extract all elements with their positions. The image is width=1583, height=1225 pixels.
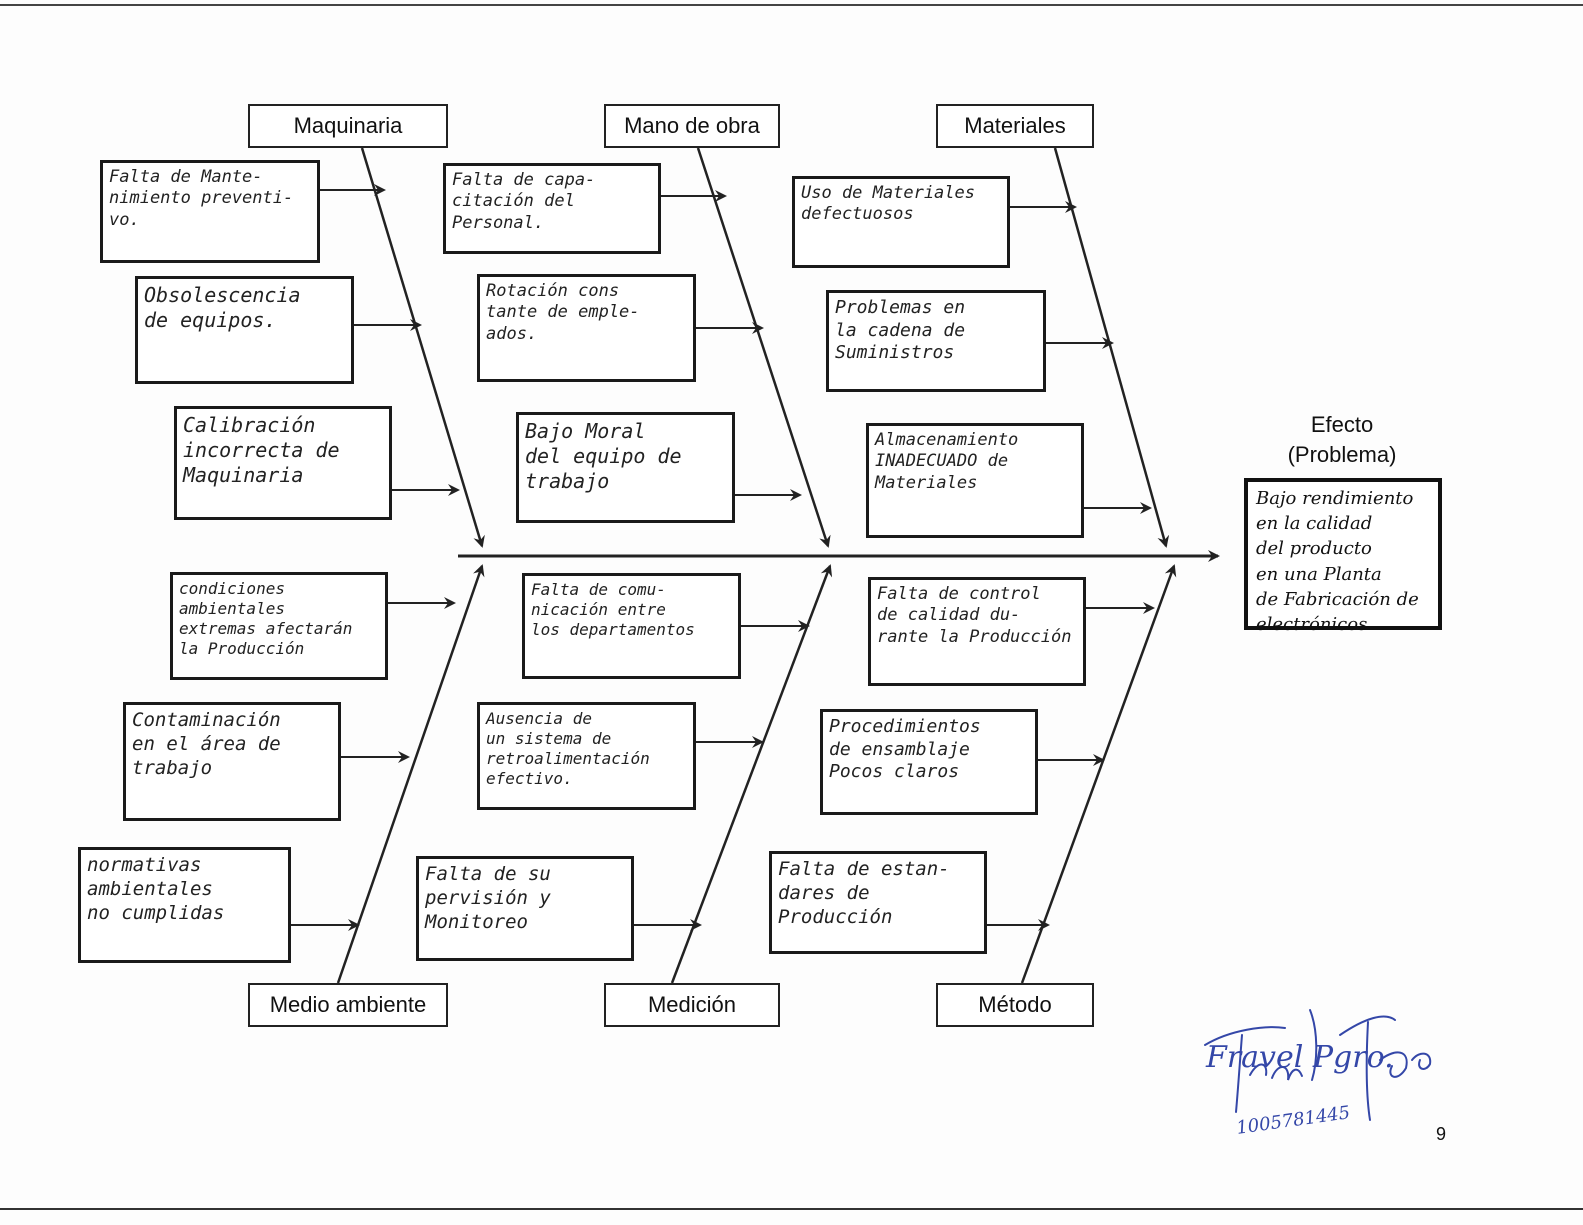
category-medicion: Medición xyxy=(604,983,780,1027)
category-materiales: Materiales xyxy=(936,104,1094,148)
bone-medio-ambiente xyxy=(336,564,485,984)
cause-box: Procedimientos de ensamblaje Pocos claro… xyxy=(820,709,1038,815)
page-number: 9 xyxy=(1436,1124,1447,1144)
effect-label: Efecto (Problema) xyxy=(1262,410,1422,469)
effect-problem-box: Bajo rendimiento en la calidad del produ… xyxy=(1244,478,1442,635)
top-border-line xyxy=(0,4,1583,6)
bone-mano-de-obra xyxy=(696,147,831,548)
cause-box: Almacenamiento INADECUADO de Materiales xyxy=(866,423,1084,538)
bone-maquinaria xyxy=(360,147,485,548)
cause-box: Falta de su pervisión y Monitoreo xyxy=(416,856,634,961)
bottom-border-line xyxy=(0,1208,1583,1210)
cause-box: Contaminación en el área de trabajo xyxy=(123,702,341,821)
category-maquinaria: Maquinaria xyxy=(248,104,448,148)
cause-box: Obsolescencia de equipos. xyxy=(135,276,354,384)
cause-box: Falta de Mante- nimiento preventi- vo. xyxy=(100,160,320,263)
signature xyxy=(1204,1009,1432,1121)
bone-metodo xyxy=(1020,564,1177,984)
cause-box: Ausencia de un sistema de retroalimentac… xyxy=(477,702,696,810)
cause-box: Falta de control de calidad du- rante la… xyxy=(868,577,1086,686)
cause-box: Problemas en la cadena de Suministros xyxy=(826,290,1046,392)
category-medio-ambiente: Medio ambiente xyxy=(248,983,448,1027)
cause-box: Bajo Moral del equipo de trabajo xyxy=(516,412,735,523)
cause-box: Falta de capa- citación del Personal. xyxy=(443,163,661,254)
category-mano-de-obra: Mano de obra xyxy=(604,104,780,148)
effect-label-title: Efecto xyxy=(1310,412,1374,437)
cause-box: condiciones ambientales extremas afectar… xyxy=(170,572,388,680)
bone-medicion xyxy=(670,564,833,984)
cause-box: Calibración incorrecta de Maquinaria xyxy=(174,406,392,520)
cause-box: normativas ambientales no cumplidas xyxy=(78,847,291,963)
cause-box: Falta de estan- dares de Producción xyxy=(769,851,987,954)
effect-label-subtitle: (Problema) xyxy=(1287,441,1397,467)
category-metodo: Método xyxy=(936,983,1094,1027)
signature-name: Fravel Pgro. xyxy=(1206,1040,1394,1075)
cause-box: Falta de comu- nicación entre los depart… xyxy=(522,573,741,679)
cause-box: Rotación cons tante de emple- ados. xyxy=(477,274,696,382)
cause-box: Uso de Materiales defectuosos xyxy=(792,176,1010,268)
